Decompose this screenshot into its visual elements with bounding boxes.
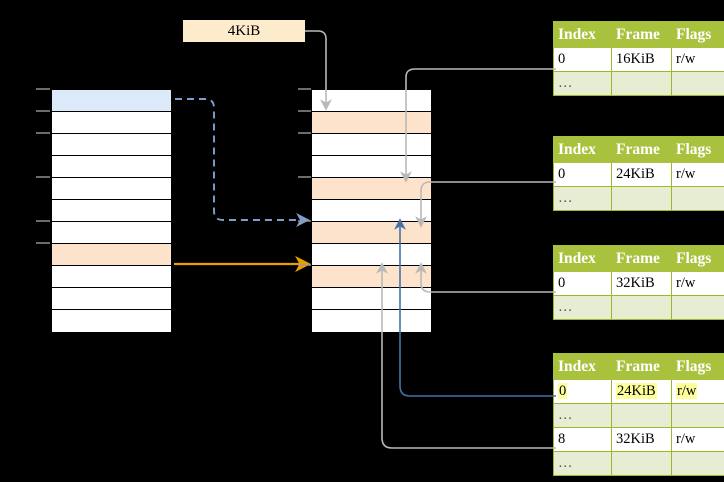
- page-table-header-row: Index Frame Flags: [553, 136, 724, 163]
- physical-memory-row: [312, 156, 431, 178]
- page-table-3: Index Frame Flags 0 32KiB r/w …: [553, 245, 724, 320]
- cell-index: …: [553, 295, 612, 320]
- page-table-header-row: Index Frame Flags: [553, 245, 724, 272]
- table-row: …: [553, 403, 724, 428]
- virtual-memory-row: [52, 90, 171, 112]
- cell-index-text: 0: [558, 383, 568, 399]
- table-row[interactable]: 8 32KiB r/w: [553, 427, 724, 452]
- cell-frame: 24KiB: [611, 379, 672, 404]
- page-table-1: Index Frame Flags 0 16KiB r/w …: [553, 21, 724, 96]
- virtual-memory-row: [52, 222, 171, 244]
- page-table-4: Index Frame Flags 0 24KiB r/w … 8 32KiB …: [553, 353, 724, 476]
- page-size-label-text: 4KiB: [227, 23, 261, 39]
- physical-memory-row: [312, 244, 431, 266]
- column-header-flags: Flags: [671, 245, 724, 272]
- cell-frame: 32KiB: [611, 427, 672, 452]
- table-row: …: [553, 186, 724, 211]
- wire-table3-to-frame: [415, 262, 556, 293]
- table-row[interactable]: 0 32KiB r/w: [553, 271, 724, 296]
- cell-flags: r/w: [671, 47, 724, 72]
- page-table-2: Index Frame Flags 0 24KiB r/w …: [553, 136, 724, 211]
- column-header-index: Index: [553, 353, 612, 380]
- physical-memory-column: [311, 89, 432, 332]
- physical-memory-row: [312, 310, 431, 332]
- virtual-memory-row: [52, 244, 171, 266]
- cell-index: 0: [553, 379, 612, 404]
- virtual-memory-row: [52, 156, 171, 178]
- column-header-index: Index: [553, 136, 612, 163]
- cell-index: 8: [553, 427, 612, 452]
- virtual-memory-row: [52, 310, 171, 332]
- column-header-flags: Flags: [671, 353, 724, 380]
- cell-flags: [671, 451, 724, 476]
- cell-flags: [671, 295, 724, 320]
- virtual-memory-row: [52, 288, 171, 310]
- cell-flags: [671, 71, 724, 96]
- cell-frame-text: 24KiB: [616, 383, 657, 399]
- virtual-memory-row: [52, 266, 171, 288]
- physical-memory-row: [312, 178, 431, 200]
- cell-index: …: [553, 71, 612, 96]
- cell-frame: 32KiB: [611, 271, 672, 296]
- table-row: …: [553, 71, 724, 96]
- column-header-frame: Frame: [611, 245, 672, 272]
- page-table-header-row: Index Frame Flags: [553, 21, 724, 48]
- physical-memory-row: [312, 112, 431, 134]
- virtual-memory-row: [52, 112, 171, 134]
- virtual-memory-column: [51, 89, 172, 332]
- virtual-memory-row: [52, 200, 171, 222]
- physical-memory-row: [312, 288, 431, 310]
- cell-frame: 24KiB: [611, 162, 672, 187]
- cell-index: …: [553, 186, 612, 211]
- virtual-memory-row: [52, 178, 171, 200]
- physical-memory-row: [312, 90, 431, 112]
- cell-flags: r/w: [671, 162, 724, 187]
- virtual-column-ticks: [36, 88, 50, 244]
- page-size-label: 4KiB: [183, 20, 305, 42]
- cell-flags: [671, 186, 724, 211]
- column-header-frame: Frame: [611, 353, 672, 380]
- column-header-flags: Flags: [671, 21, 724, 48]
- physical-column-ticks: [298, 88, 311, 266]
- physical-memory-row: [312, 222, 431, 244]
- physical-memory-row: [312, 134, 431, 156]
- table-row[interactable]: 0 24KiB r/w: [553, 379, 724, 404]
- column-header-flags: Flags: [671, 136, 724, 163]
- cell-index: 0: [553, 162, 612, 187]
- cell-index: 0: [553, 271, 612, 296]
- table-row: …: [553, 295, 724, 320]
- physical-memory-row: [312, 200, 431, 222]
- virtual-memory-row: [52, 134, 171, 156]
- table-row: …: [553, 451, 724, 476]
- cell-flags-text: r/w: [676, 383, 698, 399]
- table-row[interactable]: 0 24KiB r/w: [553, 162, 724, 187]
- physical-memory-row: [312, 266, 431, 288]
- cell-flags: [671, 403, 724, 428]
- wire-virtual-to-physical-dashed: [175, 98, 310, 228]
- cell-flags: r/w: [671, 427, 724, 452]
- cell-frame: [611, 403, 672, 428]
- page-table-header-row: Index Frame Flags: [553, 353, 724, 380]
- table-row[interactable]: 0 16KiB r/w: [553, 47, 724, 72]
- cell-flags: r/w: [671, 271, 724, 296]
- column-header-frame: Frame: [611, 136, 672, 163]
- column-header-frame: Frame: [611, 21, 672, 48]
- cell-frame: 16KiB: [611, 47, 672, 72]
- cell-index: 0: [553, 47, 612, 72]
- cell-flags: r/w: [671, 379, 724, 404]
- wire-table2-to-frame: [415, 181, 556, 228]
- cell-frame: [611, 295, 672, 320]
- cell-frame: [611, 71, 672, 96]
- cell-frame: [611, 186, 672, 211]
- column-header-index: Index: [553, 245, 612, 272]
- column-header-index: Index: [553, 21, 612, 48]
- cell-index: …: [553, 403, 612, 428]
- cell-index: …: [553, 451, 612, 476]
- cell-frame: [611, 451, 672, 476]
